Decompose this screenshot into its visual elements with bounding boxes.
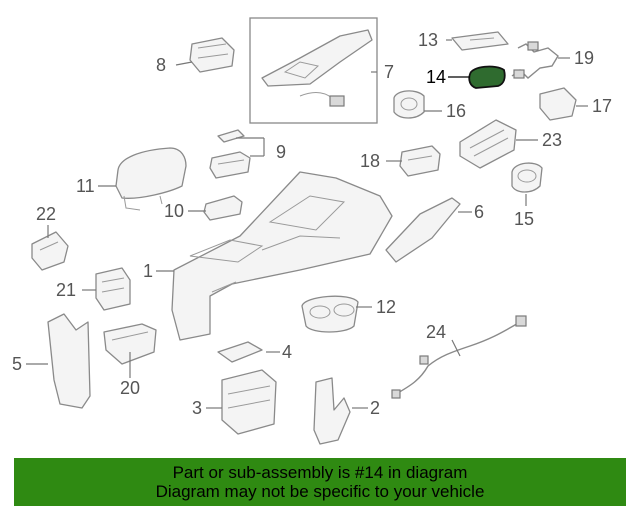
- callout-21[interactable]: 21: [56, 280, 76, 300]
- info-banner: Part or sub-assembly is #14 in diagram D…: [14, 458, 626, 506]
- callout-labels: 1 2 3 4 5 6 7 8 9 10 11 12 13 14 15 16 1…: [12, 30, 612, 418]
- part-14-highlighted[interactable]: [468, 65, 506, 89]
- callout-6[interactable]: 6: [474, 202, 484, 222]
- part-19-harness[interactable]: [511, 41, 559, 79]
- callout-18[interactable]: 18: [360, 151, 380, 171]
- callout-7[interactable]: 7: [384, 62, 394, 82]
- banner-line-2: Diagram may not be specific to your vehi…: [155, 482, 485, 501]
- part-11-armrest[interactable]: [115, 147, 187, 211]
- part-1-console[interactable]: [171, 171, 393, 341]
- part-7-inset[interactable]: [249, 17, 378, 124]
- callout-2[interactable]: 2: [370, 398, 380, 418]
- callout-17[interactable]: 17: [592, 96, 612, 116]
- part-6[interactable]: [385, 197, 461, 263]
- part-9[interactable]: [209, 129, 251, 179]
- part-10[interactable]: [203, 195, 243, 221]
- callout-16[interactable]: 16: [446, 101, 466, 121]
- part-18[interactable]: [399, 145, 441, 177]
- callout-10[interactable]: 10: [164, 201, 184, 221]
- part-23[interactable]: [459, 119, 517, 169]
- callout-20[interactable]: 20: [120, 378, 140, 398]
- part-16[interactable]: [393, 90, 425, 119]
- callout-4[interactable]: 4: [282, 342, 292, 362]
- banner-line-1: Part or sub-assembly is #14 in diagram: [172, 463, 468, 482]
- callout-13[interactable]: 13: [418, 30, 438, 50]
- callout-22[interactable]: 22: [36, 204, 56, 224]
- callout-1[interactable]: 1: [143, 261, 153, 281]
- part-21[interactable]: [95, 267, 131, 311]
- callout-24[interactable]: 24: [426, 322, 446, 342]
- part-5[interactable]: [47, 313, 91, 409]
- callout-23[interactable]: 23: [542, 130, 562, 150]
- part-8[interactable]: [189, 37, 235, 73]
- callout-5[interactable]: 5: [12, 354, 22, 374]
- callout-19[interactable]: 19: [574, 48, 594, 68]
- part-13[interactable]: [451, 31, 509, 51]
- part-24-wire[interactable]: [391, 315, 527, 399]
- part-2-bracket[interactable]: [313, 377, 351, 445]
- part-12[interactable]: [301, 295, 359, 333]
- parts-diagram: 1 2 3 4 5 6 7 8 9 10 11 12 13 14 15 16 1…: [12, 17, 612, 445]
- part-17[interactable]: [539, 87, 577, 121]
- callout-8[interactable]: 8: [156, 55, 166, 75]
- callout-14[interactable]: 14: [426, 67, 446, 87]
- part-4[interactable]: [217, 341, 263, 363]
- part-22[interactable]: [31, 231, 69, 271]
- part-20[interactable]: [103, 323, 157, 365]
- callout-15[interactable]: 15: [514, 209, 534, 229]
- leader-lines: [26, 39, 588, 409]
- callout-9[interactable]: 9: [276, 142, 286, 162]
- callout-11[interactable]: 11: [76, 176, 95, 196]
- part-15[interactable]: [511, 162, 543, 193]
- callout-3[interactable]: 3: [192, 398, 202, 418]
- callout-12[interactable]: 12: [376, 297, 396, 317]
- part-3[interactable]: [221, 369, 277, 435]
